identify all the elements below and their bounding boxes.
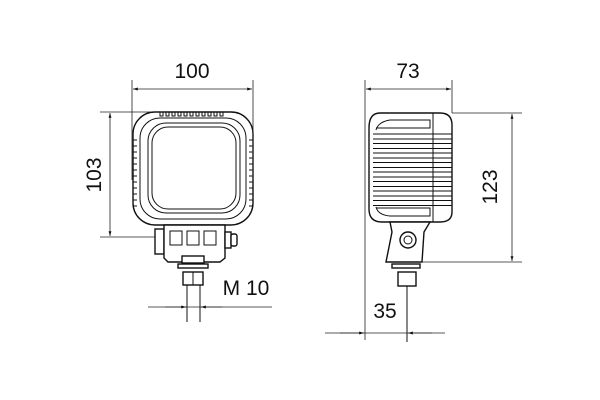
thread-dimension: M 10 [148, 277, 272, 309]
front-housing [132, 111, 254, 226]
cooling-fin [373, 200, 452, 206]
cooling-fin [171, 111, 176, 117]
cooling-fin [373, 162, 452, 168]
side-housing [368, 112, 453, 223]
width-label: 100 [174, 60, 209, 83]
front-view: 100 103 M 10 [83, 60, 272, 322]
cooling-fin [183, 111, 188, 117]
cooling-fin [373, 171, 452, 178]
cooling-fin [373, 133, 452, 140]
cooling-fin [189, 111, 194, 117]
cooling-fin [201, 111, 206, 117]
cooling-fin [373, 181, 452, 187]
width-dimension: 100 [131, 60, 254, 180]
cooling-fin [165, 111, 170, 117]
cooling-fin [373, 152, 452, 159]
cooling-fin [207, 111, 212, 117]
height-dimension-front: 103 [83, 111, 165, 238]
side-view: 73 123 35 [325, 60, 522, 342]
front-height-label: 103 [83, 157, 106, 192]
thread-label: M 10 [223, 277, 270, 300]
cooling-fin [213, 111, 218, 117]
cooling-fin [219, 111, 224, 117]
cooling-fin [373, 143, 452, 149]
height-dimension-side: 123 [420, 112, 522, 263]
side-height-label: 123 [479, 169, 502, 204]
side-mount [385, 221, 432, 342]
depth-dimension: 73 [364, 60, 453, 340]
depth-label: 73 [396, 60, 419, 83]
cooling-fin [177, 111, 182, 117]
front-bracket [154, 224, 238, 322]
offset-label: 35 [373, 300, 396, 323]
cooling-fin [373, 190, 452, 197]
cooling-fin [195, 111, 200, 117]
offset-dimension: 35 [325, 300, 445, 335]
